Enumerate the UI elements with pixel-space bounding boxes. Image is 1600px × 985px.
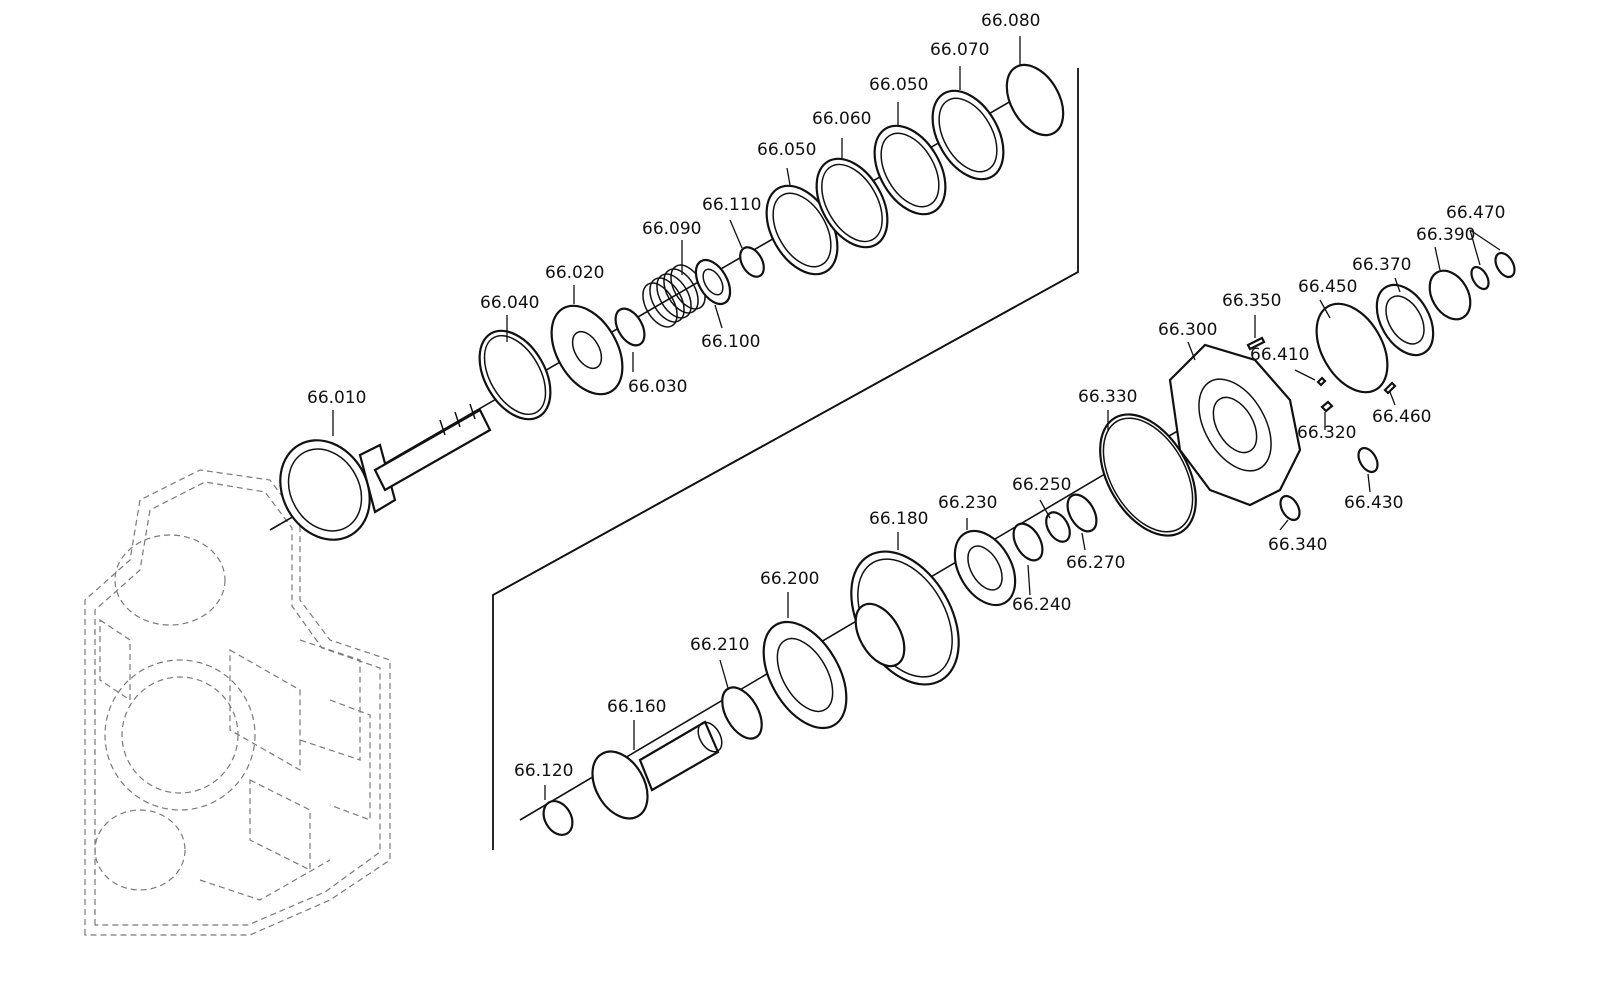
label-66-210: 66.210 [690, 635, 749, 655]
part-66-050-plate-b [873, 124, 947, 216]
part-66-470-ring-a [1470, 265, 1490, 291]
part-66-210-snap-ring [721, 686, 763, 740]
label-66-060: 66.060 [812, 109, 871, 129]
label-66-070: 66.070 [930, 40, 989, 60]
transmission-housing-outline [84, 469, 391, 936]
part-66-020-piston [550, 304, 624, 396]
label-66-460: 66.460 [1372, 407, 1431, 427]
label-66-300: 66.300 [1158, 320, 1217, 340]
label-66-230: 66.230 [938, 493, 997, 513]
label-66-090: 66.090 [642, 219, 701, 239]
label-66-270: 66.270 [1066, 553, 1125, 573]
part-66-430-ring [1357, 446, 1379, 474]
label-66-080: 66.080 [981, 11, 1040, 31]
part-66-250-ring [1045, 511, 1071, 543]
label-66-430: 66.430 [1344, 493, 1403, 513]
part-66-410-pin [1316, 376, 1327, 387]
label-66-320: 66.320 [1297, 423, 1356, 443]
label-66-370: 66.370 [1352, 255, 1411, 275]
part-66-060-friction-disc [815, 157, 889, 249]
part-66-350-bolt [1246, 336, 1266, 351]
label-66-250: 66.250 [1012, 475, 1071, 495]
part-66-450-o-ring [1315, 302, 1389, 394]
part-66-080-snap-ring [1005, 63, 1065, 137]
label-66-240: 66.240 [1012, 595, 1071, 615]
part-66-470-ring-b [1494, 251, 1516, 279]
leader-lines [332, 36, 1501, 800]
label-66-110: 66.110 [702, 195, 761, 215]
label-66-010: 66.010 [307, 388, 366, 408]
label-66-180: 66.180 [869, 509, 928, 529]
label-66-330: 66.330 [1078, 387, 1137, 407]
label-66-390: 66.390 [1416, 225, 1475, 245]
label-66-020: 66.020 [545, 263, 604, 283]
part-66-010-shaft [279, 403, 492, 541]
label-66-030: 66.030 [628, 377, 687, 397]
label-66-340: 66.340 [1268, 535, 1327, 555]
label-66-120: 66.120 [514, 761, 573, 781]
part-66-320-plug [1320, 400, 1334, 413]
part-66-040-ring [478, 329, 552, 421]
part-66-100-bearing [694, 258, 732, 306]
part-66-460-pin [1383, 381, 1397, 395]
part-labels: 66.010 66.020 66.030 66.040 66.050 66.05… [307, 11, 1505, 781]
label-66-050-b: 66.050 [869, 75, 928, 95]
part-66-200-bearing [762, 620, 848, 730]
label-66-200: 66.200 [760, 569, 819, 589]
label-66-040: 66.040 [480, 293, 539, 313]
label-66-410: 66.410 [1250, 345, 1309, 365]
part-66-370-ring-gear [1375, 283, 1435, 357]
label-66-450: 66.450 [1298, 277, 1357, 297]
label-66-100: 66.100 [701, 332, 760, 352]
label-66-160: 66.160 [607, 697, 666, 717]
label-66-470: 66.470 [1446, 203, 1505, 223]
label-66-050-a: 66.050 [757, 140, 816, 160]
part-66-300-housing [1168, 343, 1302, 507]
part-66-340-ring [1279, 494, 1301, 522]
part-66-390-gear [1428, 269, 1472, 321]
part-66-070-plate [931, 89, 1005, 181]
label-66-350: 66.350 [1222, 291, 1281, 311]
part-66-120-needle-bearing [542, 800, 574, 836]
part-66-180-gear [850, 550, 960, 686]
part-66-240-ring [1012, 522, 1044, 562]
part-66-270-ring [1066, 493, 1098, 533]
part-66-110-snap-ring [739, 246, 765, 278]
part-66-030-ring [614, 307, 646, 347]
part-66-160-shaft [591, 720, 723, 820]
